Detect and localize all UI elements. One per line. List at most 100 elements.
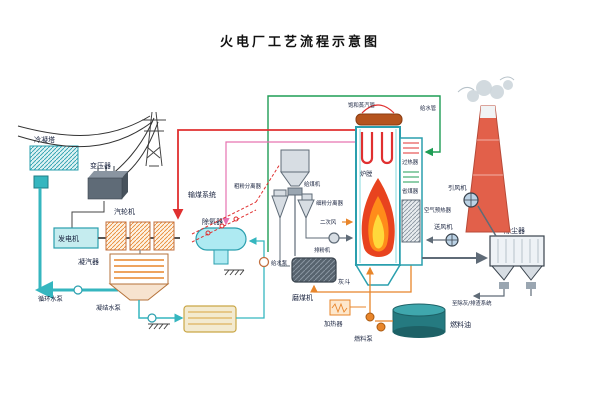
smoke-icon	[476, 80, 492, 96]
bunker-silo	[280, 149, 310, 173]
transformer-label: 变压器	[90, 161, 111, 170]
fd-fan-blades	[446, 234, 458, 246]
generator: 发电机	[53, 227, 99, 249]
fuel-pump-icon	[376, 322, 386, 332]
fd-fan: 送风机	[425, 223, 459, 247]
boiler: 饱和蒸汽管 给水管 炉膛 灰斗 过热器 省煤器 空气预热器	[338, 101, 452, 286]
air-preheater	[401, 199, 421, 243]
fuel-tank-bottom	[393, 326, 445, 338]
smoke-icon	[503, 80, 513, 90]
hot-air-duct	[310, 246, 412, 293]
coarse-separator-top	[273, 189, 287, 197]
esp-hopper	[518, 265, 544, 281]
smoke-icon	[467, 90, 479, 102]
chimney	[457, 76, 515, 233]
fuel-tank-top	[392, 303, 446, 317]
smoke-icon	[490, 85, 504, 99]
exhauster: 排粉机	[314, 232, 354, 254]
id-fan-duct	[477, 205, 497, 237]
pf-pipe	[305, 218, 329, 239]
turbine-stage	[153, 221, 175, 251]
id-fan-label: 引风机	[448, 184, 467, 192]
exhauster-fan-icon	[328, 232, 340, 244]
ground-symbol	[224, 269, 245, 276]
exhauster-label: 排粉机	[314, 246, 331, 254]
coal-system-label: 输煤系统	[188, 190, 216, 199]
esp-body	[489, 235, 545, 267]
furnace-label: 炉膛	[360, 170, 372, 178]
heater-to-deaerator-pipe	[236, 237, 265, 319]
turbine-label: 汽轮机	[114, 207, 135, 216]
chimney-bands	[473, 139, 503, 176]
air-preheater-label: 空气预热器	[424, 206, 452, 214]
coal-conveyor: 输煤系统	[188, 163, 281, 243]
deaerator-drum	[195, 227, 247, 251]
feedwater-pipe	[267, 95, 441, 252]
coarse-separator: 粗粉分离器	[234, 182, 290, 267]
lp-heater-coils	[188, 311, 232, 325]
circulating-pump	[73, 285, 83, 295]
ground-symbol	[148, 323, 170, 330]
steam-drum	[355, 113, 403, 126]
ash-hopper	[354, 264, 402, 286]
conveyor-roller	[219, 223, 225, 229]
smoke-wisp	[457, 76, 515, 93]
circulating-pump-label: 循环水泵	[38, 295, 63, 303]
deaerator-label: 除氧器	[202, 217, 223, 226]
transformer-body	[87, 177, 123, 200]
feedwater-pipe-label: 给水管	[420, 104, 437, 112]
cooling-tower-label: 冷凝塔	[34, 135, 55, 144]
fuel-oil-system: 燃料油 燃料泵 加热器	[324, 268, 471, 343]
coarse-separator-cone	[271, 195, 289, 220]
chimney-body	[465, 105, 511, 233]
steam-turbine: 汽轮机	[98, 207, 180, 251]
fuel-heater-label: 加热器	[324, 320, 343, 328]
esp-outlet	[499, 282, 509, 289]
id-fan: 引风机	[448, 184, 497, 237]
transmission-tower	[142, 111, 166, 167]
condensate-system: 凝结水泵	[96, 300, 184, 323]
dust-collector-label: 除尘器	[504, 226, 525, 235]
ground-hatch	[148, 323, 170, 330]
bunker-cone	[280, 171, 310, 187]
turbine-stage	[105, 221, 127, 251]
main-steam-pipe	[172, 129, 356, 220]
turbine-stage	[129, 221, 151, 251]
feed-pump-label: 给水泵	[271, 259, 288, 267]
fine-separator: 细粉分离器	[297, 193, 344, 239]
feed-pump	[258, 256, 270, 268]
coarse-return-pipe	[279, 218, 290, 267]
esp-plates	[497, 239, 539, 263]
waterwall-tubes	[359, 129, 397, 263]
chimney-top-band	[480, 106, 496, 118]
fine-separator-top	[301, 193, 313, 201]
condensate-pump	[147, 313, 157, 323]
dust-collector: 除尘器 至除灰/排渣系统	[452, 226, 545, 307]
mill-drum	[291, 257, 337, 283]
secondary-air: 二次风	[320, 218, 354, 226]
diagram-title: 火电厂工艺流程示意图	[220, 34, 380, 50]
esp-outlet	[526, 282, 536, 289]
cooling-tower: 冷凝塔	[29, 135, 79, 189]
tower-lattice	[142, 111, 166, 167]
saturated-steam-label: 饱和蒸汽管	[348, 101, 376, 109]
extraction-steam-pipe	[222, 141, 356, 226]
fuel-pump-label: 燃料泵	[354, 335, 373, 343]
fuel-oil-label: 燃料油	[450, 320, 471, 329]
fine-separator-cone	[297, 199, 315, 220]
coal-mill: 磨煤机	[291, 257, 337, 302]
lp-heater-shell	[183, 305, 237, 333]
conveyor-roller	[233, 216, 239, 222]
secondary-air-label: 二次风	[320, 218, 337, 226]
transformer: 变压器	[87, 161, 128, 200]
coal-feeder	[287, 187, 303, 196]
saturated-steam-pipe	[361, 104, 395, 114]
power-line-icon	[17, 121, 153, 148]
condenser-label: 凝汽器	[78, 257, 99, 266]
condenser-hotwell	[108, 283, 170, 301]
fuel-heater-coil	[331, 302, 348, 314]
transformer-bushings	[97, 166, 115, 171]
conveyor-roller	[205, 230, 211, 236]
cooling-tower-basin	[33, 175, 49, 189]
condenser-tubes	[114, 259, 164, 279]
